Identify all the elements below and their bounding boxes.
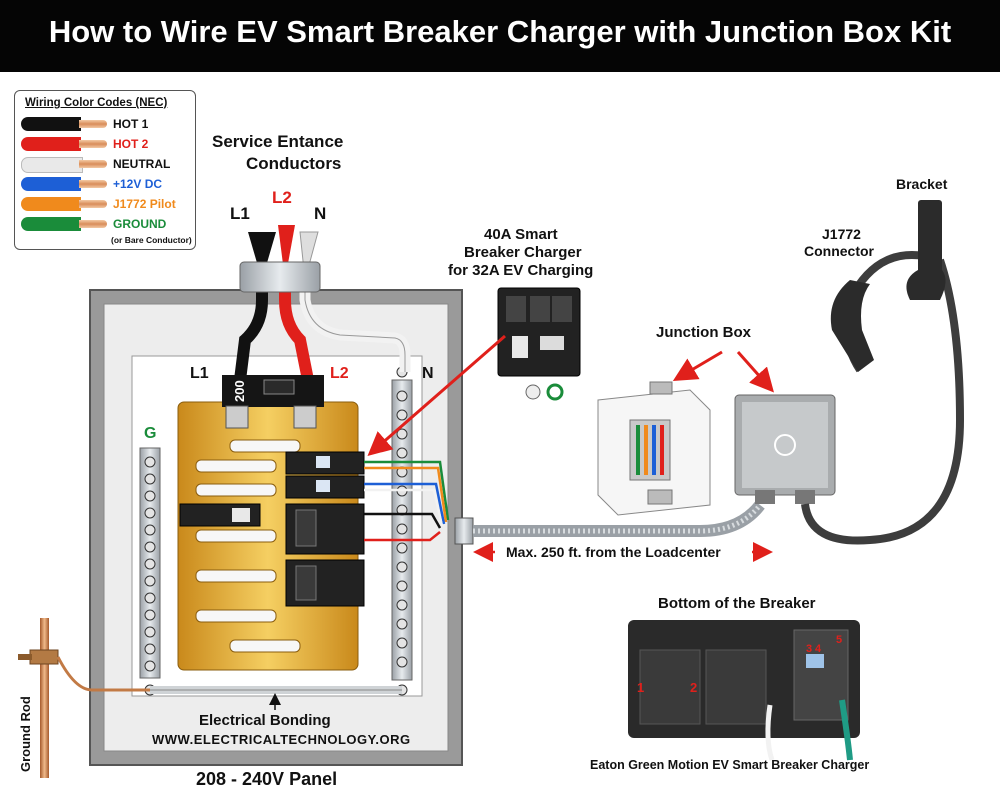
- terminal-screw: [144, 575, 156, 587]
- ground-rod-label: Ground Rod: [18, 696, 33, 772]
- breaker-label-line2: Breaker Charger: [464, 244, 582, 261]
- service-title-line2: Conductors: [246, 154, 342, 173]
- terminal-screw: [396, 637, 408, 649]
- terminal-screw: [396, 656, 408, 668]
- panel-l1-label: L1: [190, 365, 209, 382]
- terminal-screw: [396, 390, 408, 402]
- terminal-screw: [144, 660, 156, 672]
- copper-tip: [79, 160, 107, 168]
- terminal-screw: [144, 643, 156, 655]
- smart-breaker-device: [497, 287, 581, 401]
- legend-label: HOT 1: [113, 117, 149, 131]
- bottom-breaker-caption: Eaton Green Motion EV Smart Breaker Char…: [590, 758, 870, 772]
- terminal-screw: [144, 524, 156, 536]
- copper-tip: [79, 220, 107, 228]
- legend-label: GROUND: [113, 217, 167, 231]
- terminal-screw: [396, 428, 408, 440]
- legend-label: +12V DC: [113, 177, 163, 191]
- legend-item-pilot: J1772 Pilot: [21, 195, 191, 213]
- terminal-screw: [396, 618, 408, 630]
- legend-wire-swatch: [21, 177, 81, 191]
- breaker-label-line3: for 32A EV Charging: [448, 262, 594, 279]
- bottom-breaker-title: Bottom of the Breaker: [658, 595, 816, 612]
- branch-breakers: [179, 451, 365, 607]
- terminal-screw: [396, 542, 408, 554]
- legend-ground-note: (or Bare Conductor): [111, 235, 192, 245]
- panel-caption: 208 - 240V Panel: [196, 769, 338, 789]
- distance-label: Max. 250 ft. from the Loadcenter: [506, 544, 721, 560]
- junction-box-open: [597, 381, 711, 516]
- terminal-screw: [396, 447, 408, 459]
- panel-g-label: G: [144, 425, 156, 442]
- legend-item-hot1: HOT 1: [21, 115, 191, 133]
- legend-title: Wiring Color Codes (NEC): [25, 97, 168, 109]
- wiring-legend: Wiring Color Codes (NEC) HOT 1 HOT 2 NEU…: [14, 90, 196, 250]
- title-bar: How to Wire EV Smart Breaker Charger wit…: [0, 0, 1000, 72]
- service-conductors: [234, 225, 411, 382]
- legend-wire-swatch: [21, 117, 81, 131]
- terminal-screw: [144, 626, 156, 638]
- legend-label: NEUTRAL: [113, 157, 171, 171]
- bonding-label: Electrical Bonding: [199, 712, 331, 729]
- connector-label-line1: J1772: [822, 226, 861, 242]
- website-label: WWW.ELECTRICALTECHNOLOGY.ORG: [152, 732, 411, 747]
- service-title-line1: Service Entance: [212, 132, 344, 151]
- panel-l2-label: L2: [330, 365, 349, 382]
- copper-tip: [79, 200, 107, 208]
- bus-bar-fingers: [195, 439, 301, 653]
- terminal-screw: [396, 561, 408, 573]
- copper-tip: [79, 120, 107, 128]
- panel-n-label: N: [422, 365, 434, 382]
- junction-box-closed: [734, 394, 836, 504]
- service-l1-label: L1: [230, 204, 250, 223]
- legend-wire-swatch: [21, 137, 81, 151]
- legend-wire-swatch: [21, 217, 81, 231]
- breaker-label-line1: 40A Smart: [484, 226, 558, 243]
- j1772-connector: [830, 280, 874, 372]
- junction-box-label: Junction Box: [656, 324, 752, 341]
- service-n-label: N: [314, 204, 327, 223]
- diagram-labels: L1 L2 N G 200 Ground Rod 1 2 3 4 5: [18, 365, 842, 772]
- breaker-bottom-image: [628, 620, 860, 761]
- terminal-screw: [144, 456, 156, 468]
- page-title: How to Wire EV Smart Breaker Charger wit…: [48, 14, 952, 49]
- terminal-screw: [144, 541, 156, 553]
- main-breaker: [222, 375, 324, 429]
- legend-wire-swatch: [21, 197, 81, 211]
- ev-circuit-wires: [364, 460, 450, 542]
- legend-label: J1772 Pilot: [113, 197, 176, 211]
- conduit: [454, 501, 765, 545]
- terminal-1: 1: [637, 680, 644, 695]
- terminal-screw: [144, 558, 156, 570]
- ground-rod: [18, 618, 150, 778]
- terminal-screw: [396, 599, 408, 611]
- bracket: [906, 200, 946, 300]
- terminal-screws: [144, 366, 408, 696]
- copper-tip: [79, 140, 107, 148]
- legend-item-hot2: HOT 2: [21, 135, 191, 153]
- legend-item-neutral: NEUTRAL: [21, 155, 191, 173]
- terminal-screw: [144, 592, 156, 604]
- terminal-3: 3: [806, 643, 812, 655]
- service-l2-label: L2: [272, 188, 292, 207]
- terminal-screw: [396, 523, 408, 535]
- main-breaker-rating: 200: [232, 380, 247, 402]
- terminal-screw: [144, 507, 156, 519]
- legend-item-ground: GROUND: [21, 215, 191, 233]
- copper-tip: [79, 180, 107, 188]
- connector-label-line2: Connector: [804, 243, 874, 259]
- terminal-screw: [144, 490, 156, 502]
- bracket-label: Bracket: [896, 176, 948, 192]
- terminal-screw: [144, 609, 156, 621]
- terminal-4: 4: [815, 643, 822, 655]
- legend-item-12v: +12V DC: [21, 175, 191, 193]
- terminal-screw: [396, 409, 408, 421]
- terminal-screw: [144, 473, 156, 485]
- terminal-5: 5: [836, 634, 842, 646]
- terminal-screw: [396, 580, 408, 592]
- legend-label: HOT 2: [113, 137, 149, 151]
- terminal-2: 2: [690, 680, 697, 695]
